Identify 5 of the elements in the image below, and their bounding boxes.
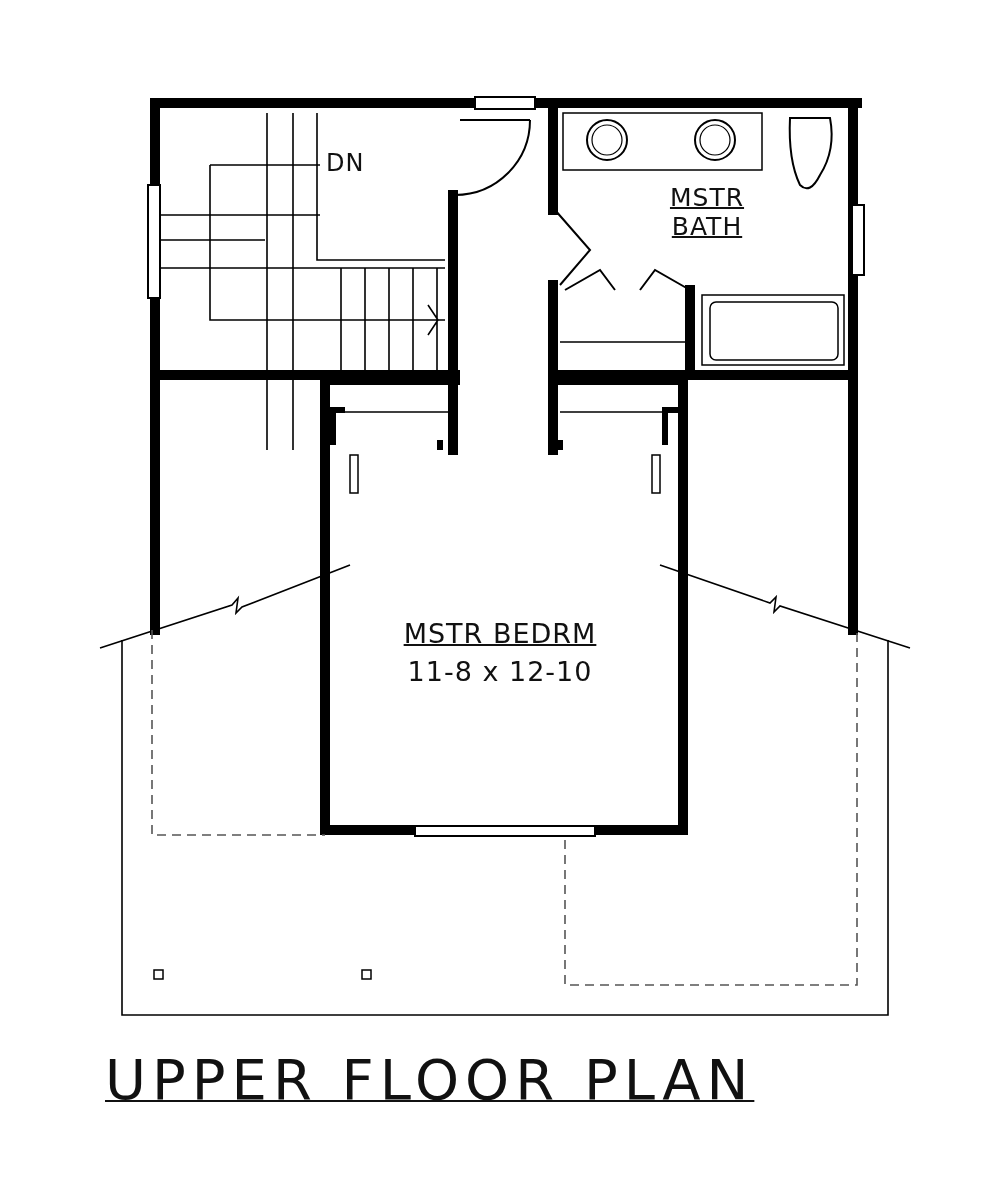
room-label: MSTR BATH	[669, 183, 745, 241]
stair-direction-label: DN	[326, 149, 365, 177]
plan-title: UPPER FLOOR PLAN	[105, 1047, 755, 1112]
room-dimension: 11-8 x 12-10	[407, 656, 593, 687]
room-label: MSTR BEDRM	[403, 618, 597, 649]
